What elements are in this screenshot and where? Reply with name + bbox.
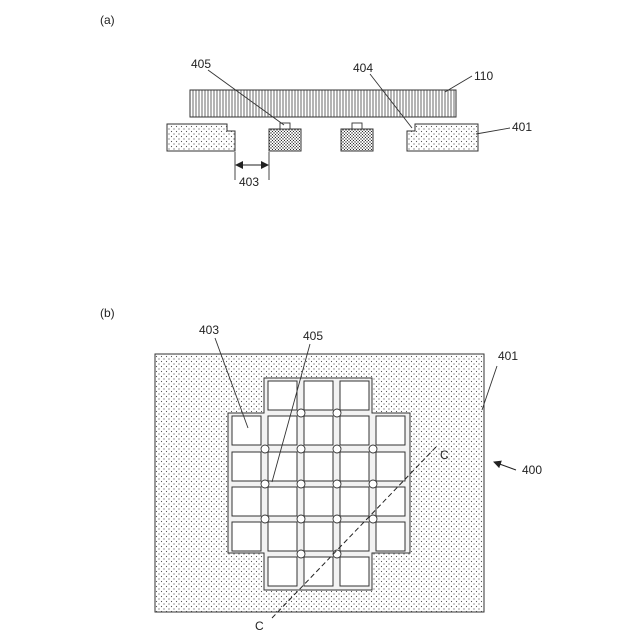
bump-405-left xyxy=(280,123,290,129)
callout-401: 401 xyxy=(512,120,532,134)
pillar-cell xyxy=(376,452,405,481)
bump-405 xyxy=(369,445,377,453)
base-401-left xyxy=(167,124,235,151)
section-label-c-bottom: C xyxy=(255,619,264,633)
pillar-cell xyxy=(304,557,333,586)
pillar-cell xyxy=(232,416,261,445)
panel-a: (a) 405 404 110 401 403 xyxy=(100,13,532,189)
pillar-cell xyxy=(268,452,297,481)
pillar-center-right xyxy=(341,129,373,151)
pillar-cell xyxy=(376,487,405,516)
bump-405 xyxy=(333,480,341,488)
pillar-cell xyxy=(340,522,369,551)
callout-403: 403 xyxy=(199,323,219,337)
bump-405 xyxy=(261,445,269,453)
bump-405 xyxy=(333,515,341,523)
bump-405-right xyxy=(352,123,362,129)
pillar-cell xyxy=(376,522,405,551)
panel-a-label: (a) xyxy=(100,13,115,27)
pillar-cell xyxy=(232,522,261,551)
pillar-cell xyxy=(268,522,297,551)
pillar-cell xyxy=(268,416,297,445)
panel-b: (b) 403 405 401 400 C C xyxy=(100,306,542,633)
bump-405 xyxy=(261,515,269,523)
callout-405: 405 xyxy=(191,57,211,71)
bump-405 xyxy=(297,515,305,523)
pillar-cell xyxy=(268,487,297,516)
base-401-right xyxy=(407,124,478,151)
section-label-c-top: C xyxy=(440,448,449,462)
pillar-cell xyxy=(340,381,369,410)
pillar-cell xyxy=(340,557,369,586)
pillar-cell xyxy=(376,416,405,445)
plate-110 xyxy=(190,90,456,117)
callout-401: 401 xyxy=(498,349,518,363)
bump-405 xyxy=(297,550,305,558)
callout-110: 110 xyxy=(474,69,493,83)
bump-405 xyxy=(333,409,341,417)
bump-405 xyxy=(333,445,341,453)
leader-110 xyxy=(445,76,472,92)
pillar-cell xyxy=(304,487,333,516)
pillar-cell xyxy=(268,557,297,586)
pillar-cell xyxy=(304,522,333,551)
bump-405 xyxy=(297,445,305,453)
bump-405 xyxy=(297,480,305,488)
bump-405 xyxy=(333,550,341,558)
bump-405 xyxy=(297,409,305,417)
callout-404: 404 xyxy=(353,61,373,75)
callout-405: 405 xyxy=(303,329,323,343)
pillar-cell xyxy=(304,416,333,445)
pillar-cell xyxy=(304,452,333,481)
leader-401 xyxy=(476,128,510,134)
bump-405 xyxy=(261,480,269,488)
bump-405 xyxy=(369,480,377,488)
arrow-400 xyxy=(494,462,516,470)
pillar-cell xyxy=(340,416,369,445)
bump-405 xyxy=(369,515,377,523)
pillar-cell xyxy=(340,487,369,516)
callout-400: 400 xyxy=(522,463,542,477)
pillar-cell xyxy=(340,452,369,481)
callout-403: 403 xyxy=(239,175,259,189)
pillar-cell xyxy=(304,381,333,410)
pillar-cell xyxy=(232,487,261,516)
pillar-center-left xyxy=(269,129,301,151)
panel-b-label: (b) xyxy=(100,306,115,320)
pillar-cell xyxy=(232,452,261,481)
